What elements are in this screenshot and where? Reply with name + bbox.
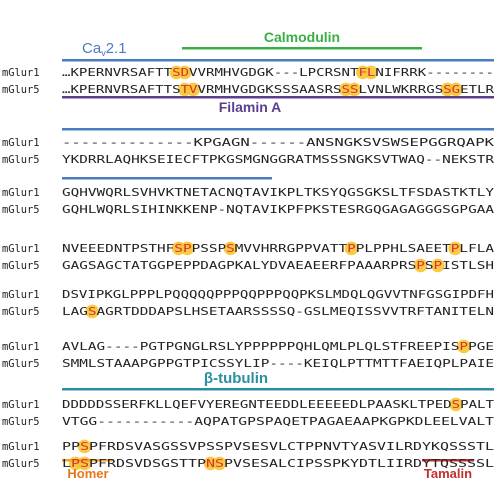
sequence-name: mGlur5 [2,306,40,318]
sequence-name: mGlur5 [2,84,40,96]
phosphosite-marker [77,439,92,454]
phosphosite-marker [178,65,192,80]
phosphosite-marker [344,241,359,256]
homer-bar [62,459,114,462]
sequence-name: mGlur5 [2,154,40,166]
cav21-bar [62,59,494,62]
sequence-name: mGlur1 [2,243,40,255]
sequence-name: mGlur5 [2,458,40,470]
btubulin-label: β-tubulin [204,370,268,387]
phosphosite-highlights [68,65,471,471]
btubulin-bar [62,388,494,391]
sequence-name: mGlur1 [2,341,40,353]
region-bar-block2 [62,128,494,131]
sequence-name: mGlur1 [2,441,40,453]
sequence-name: mGlur5 [2,260,40,272]
phosphosite-marker [85,304,100,319]
phosphosite-marker [347,82,362,97]
sequence-name: mGlur5 [2,358,40,370]
sequence-name: mGlur5 [2,416,40,428]
sequence-name: mGlur1 [2,399,40,411]
phosphosite-marker [223,241,238,256]
sequence-name: mGlur1 [2,67,40,79]
sequence-name: mGlur1 [2,137,40,149]
cav21-label: Cav2.1 [82,40,127,58]
region-bar-block3 [62,177,272,180]
tamalin-label: Tamalin [424,466,472,481]
homer-label: Homer [67,466,108,481]
phosphosite-marker [456,339,471,354]
phosphosite-marker [186,82,201,97]
feature-bars [62,47,494,462]
calmodulin-label: Calmodulin [264,29,340,45]
phosphosite-marker [431,258,445,273]
filamin-bar [62,96,494,99]
calmodulin-bar [182,47,422,50]
phosphosite-marker [449,397,463,412]
phosphosite-marker [449,82,463,97]
filamin-label: Filamin A [219,99,282,115]
feature-labels: Cav2.1 Calmodulin Filamin A β-tubulin Ho… [67,29,472,481]
tamalin-bar [422,459,474,462]
sequence-name: mGlur1 [2,187,40,199]
sequence-name: mGlur5 [2,204,40,216]
phosphosite-marker [180,241,195,256]
sequence-name: mGlur1 [2,289,40,301]
phosphosite-marker [364,65,378,80]
phosphosite-marker [212,456,227,471]
phosphosite-marker [413,258,428,273]
phosphosite-marker [448,241,462,256]
